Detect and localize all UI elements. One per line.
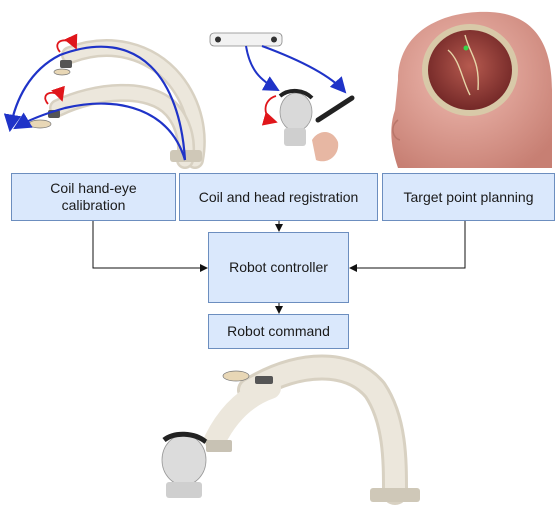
result-illustration	[161, 354, 420, 505]
connectors	[92, 221, 466, 314]
registration-label: Coil and head registration	[198, 188, 359, 205]
registration-box: Coil and head registration	[179, 173, 378, 221]
controller-label: Robot controller	[229, 259, 328, 275]
planning-label: Target point planning	[403, 188, 534, 205]
connector-planning-to-controller	[349, 221, 466, 272]
command-label: Robot command	[227, 323, 330, 339]
controller-box: Robot controller	[208, 232, 349, 303]
calibration-illustration	[3, 33, 206, 169]
planning-illustration	[391, 11, 552, 168]
planning-box: Target point planning	[382, 173, 555, 221]
command-box: Robot command	[208, 314, 349, 349]
calibration-box: Coil hand-eye calibration	[11, 173, 176, 221]
calibration-label: Coil hand-eye calibration	[50, 180, 137, 213]
registration-illustration	[209, 32, 355, 162]
connector-calibration-to-controller	[92, 221, 208, 272]
